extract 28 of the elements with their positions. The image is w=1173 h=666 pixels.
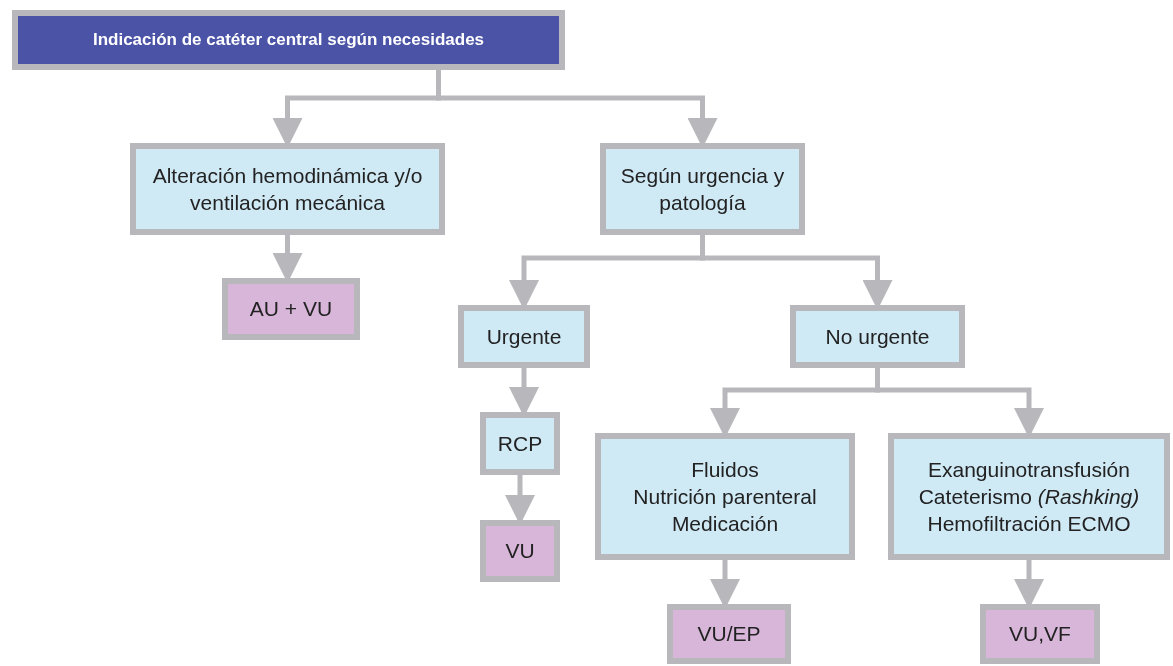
node-text: Medicación — [671, 511, 779, 538]
process-box — [458, 305, 590, 368]
node-text: Nutrición parenteral — [633, 483, 817, 510]
process-box — [130, 143, 445, 235]
node-text: VU,VF — [1009, 621, 1071, 648]
node-text: Según urgencia y patología — [619, 162, 786, 216]
node-text: Urgente — [486, 323, 562, 350]
node-text: AU + VU — [249, 296, 333, 323]
process-box — [600, 143, 805, 235]
node-text: Fluidos — [691, 456, 759, 483]
node-text: Indicación de catéter central según necesidades — [92, 28, 485, 51]
process-box — [480, 412, 560, 475]
node-text: VU/EP — [697, 621, 761, 648]
process-box — [790, 305, 965, 368]
result-box — [222, 278, 360, 340]
result-box — [480, 520, 560, 582]
node-text: Hemofiltración ECMO — [927, 511, 1131, 538]
node-text: VU — [505, 538, 535, 565]
node-text: Exanguinotransfusión — [928, 456, 1130, 483]
result-box — [667, 604, 791, 664]
node-text: No urgente — [825, 323, 930, 350]
process-box — [888, 433, 1170, 560]
title-box — [12, 10, 565, 70]
node-text: RCP — [497, 430, 543, 457]
process-box — [595, 433, 855, 560]
result-box — [980, 604, 1100, 664]
node-text: Cateterismo (Rashking) — [918, 483, 1140, 510]
node-text: Alteración hemodinámica y/o ventilación mecánica — [151, 162, 424, 216]
